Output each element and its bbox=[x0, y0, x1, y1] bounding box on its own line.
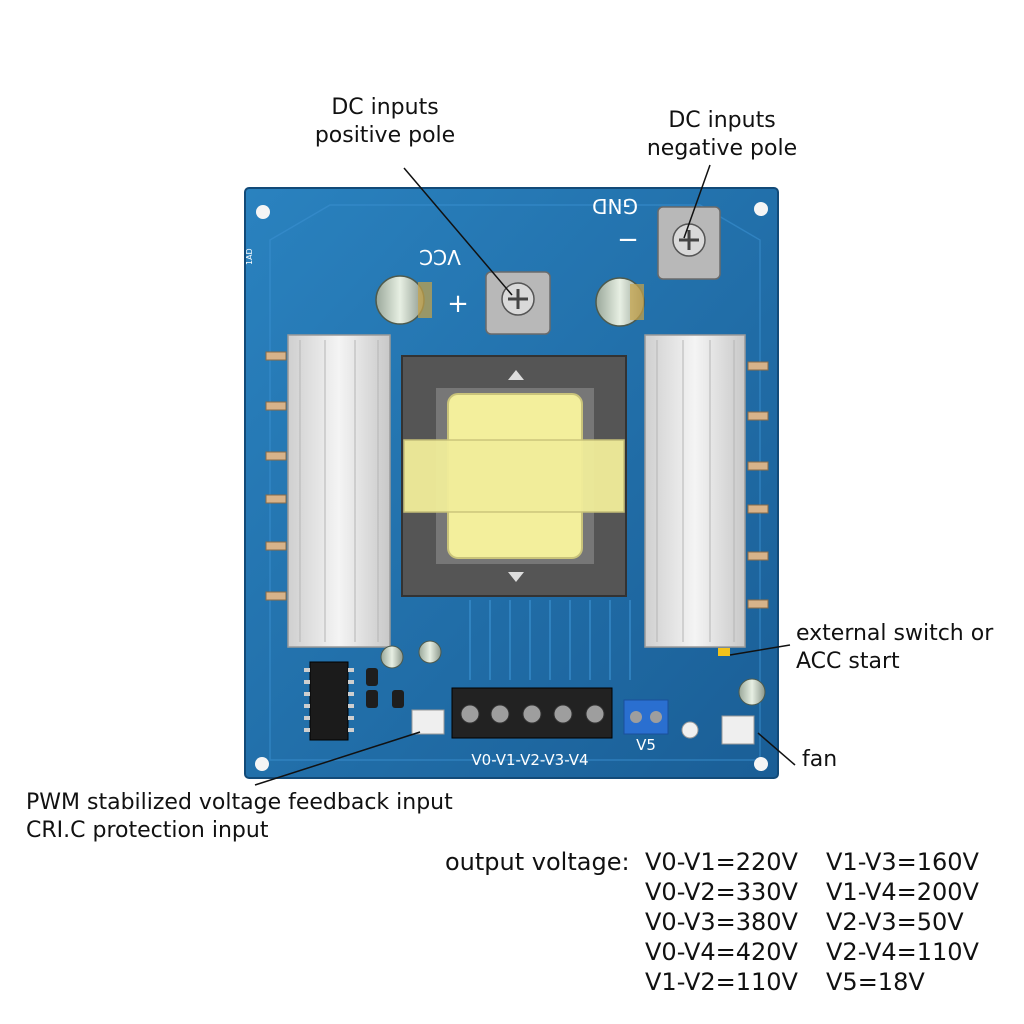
resistor-column-right bbox=[747, 361, 769, 609]
voltage-v2-v3: V2-V3=50V bbox=[826, 908, 964, 936]
resistor-column-left bbox=[265, 351, 287, 601]
leader-dc-positive bbox=[403, 167, 513, 296]
dc-negative-callout: DC inputs negative pole bbox=[637, 107, 807, 163]
mount-hole-br bbox=[754, 757, 768, 771]
voltage-v0-v2: V0-V2=330V bbox=[645, 878, 798, 906]
pwm-callout: PWM stabilized voltage feedback input CR… bbox=[26, 789, 453, 845]
minus-silkscreen: − bbox=[617, 225, 639, 255]
leader-external-switch bbox=[729, 644, 791, 656]
leader-fan bbox=[757, 732, 796, 766]
output-terminal-block bbox=[451, 687, 613, 739]
v5-silkscreen: V5 bbox=[636, 736, 656, 754]
voltage-v0-v4: V0-V4=420V bbox=[645, 938, 798, 966]
dc-positive-line1: DC inputs bbox=[331, 95, 439, 120]
voltage-v5: V5=18V bbox=[826, 968, 925, 996]
terminal-silkscreen: V0-V1-V2-V3-V4 bbox=[471, 751, 588, 769]
led bbox=[681, 721, 699, 739]
transformer bbox=[401, 355, 627, 597]
fan-callout: fan bbox=[802, 747, 838, 772]
gnd-screw-terminal bbox=[657, 206, 721, 280]
voltage-v1-v4: V1-V4=200V bbox=[826, 878, 979, 906]
heatsink-left bbox=[287, 334, 391, 648]
leader-pwm bbox=[254, 731, 421, 786]
vcc-screw-terminal bbox=[485, 271, 551, 335]
small-capacitors bbox=[380, 640, 766, 706]
dc-negative-line1: DC inputs bbox=[668, 108, 776, 133]
external-switch-line1: external switch or bbox=[796, 621, 994, 646]
mount-hole-bl bbox=[255, 757, 269, 771]
v5-terminal bbox=[623, 699, 669, 735]
dc-negative-line2: negative pole bbox=[646, 136, 798, 161]
capacitor-left bbox=[375, 275, 432, 325]
mount-hole-tl bbox=[256, 205, 270, 219]
voltage-v0-v3: V0-V3=380V bbox=[645, 908, 798, 936]
external-switch-line2: ACC start bbox=[796, 649, 900, 674]
heatsink-right bbox=[644, 334, 746, 648]
yellow-led bbox=[718, 648, 730, 656]
pwm-connector bbox=[411, 709, 445, 735]
transistors bbox=[366, 668, 404, 708]
pwm-line1: PWM stabilized voltage feedback input bbox=[26, 790, 453, 815]
leader-dc-negative bbox=[683, 164, 711, 239]
plus-silkscreen: + bbox=[447, 289, 469, 319]
capacitor-right bbox=[595, 277, 645, 327]
output-voltage-heading: output voltage: bbox=[445, 848, 630, 876]
fan-connector bbox=[721, 715, 755, 745]
output-voltage-col1: V0-V1=220V V0-V2=330V V0-V3=380V V0-V4=4… bbox=[645, 847, 798, 997]
dc-positive-line2: positive pole bbox=[314, 123, 456, 148]
voltage-v1-v3: V1-V3=160V bbox=[826, 848, 979, 876]
side-silkscreen: 1AD bbox=[245, 248, 254, 265]
voltage-v2-v4: V2-V4=110V bbox=[826, 938, 979, 966]
cric-line2: CRI.C protection input bbox=[26, 818, 269, 843]
gnd-silkscreen: GND bbox=[592, 194, 638, 218]
output-voltage-col2: V1-V3=160V V1-V4=200V V2-V3=50V V2-V4=11… bbox=[826, 847, 979, 997]
vcc-silkscreen: VCC bbox=[419, 245, 461, 269]
mount-hole-tr bbox=[754, 202, 768, 216]
dc-positive-callout: DC inputs positive pole bbox=[300, 94, 470, 150]
control-ic bbox=[304, 661, 354, 741]
voltage-v0-v1: V0-V1=220V bbox=[645, 848, 798, 876]
voltage-v1-v2: V1-V2=110V bbox=[645, 968, 798, 996]
external-switch-callout: external switch or ACC start bbox=[796, 620, 993, 676]
